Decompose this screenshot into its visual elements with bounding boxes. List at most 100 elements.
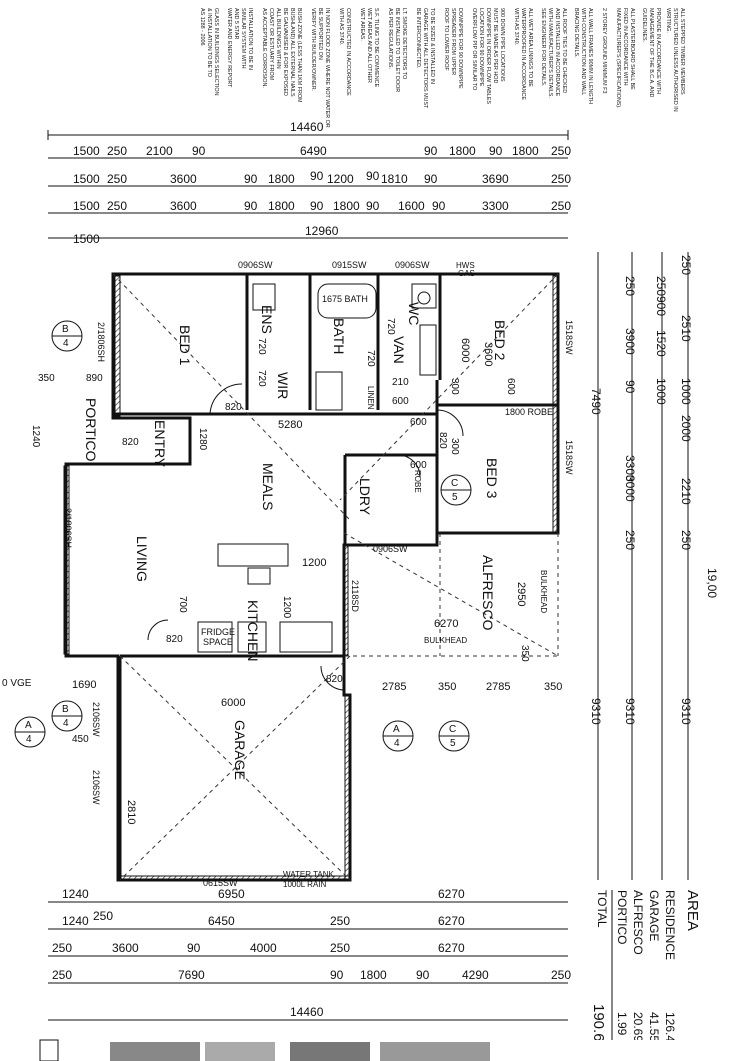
dim-label: 1000	[654, 378, 668, 405]
room-van: VAN	[391, 336, 407, 364]
note-line: AND 5 STAR	[233, 8, 239, 39]
inner-dim: 450	[72, 734, 89, 745]
note-line: S.F. TILING TO BE COMMENCE	[373, 8, 379, 87]
inner-dim: 820	[122, 437, 139, 448]
section-marker-a-top: B 4	[51, 320, 83, 352]
inner-dim: 2810	[125, 800, 137, 824]
vge-label: 0 VGE	[2, 678, 32, 689]
note-line: TO BE SIZED & INSTALLED IN	[429, 8, 435, 84]
note-line: WATER AND ENERGY REPORT	[226, 8, 232, 88]
note-line: MANUFACTURER'S (SPECIFICATIONS).	[615, 8, 621, 109]
section-number: 4	[63, 718, 69, 729]
dim-label: 2210	[679, 478, 693, 505]
door-swing	[397, 454, 421, 478]
toilet	[411, 283, 437, 309]
dim-label: 250	[551, 199, 571, 213]
inner-dim: 1200	[302, 557, 326, 569]
dim-label: 7690	[178, 968, 205, 982]
robe-size-label: 1800 ROBE	[505, 407, 553, 417]
note-line: WITH AS 3740.	[513, 8, 519, 45]
section-marker-a-mid: A 4	[382, 720, 414, 752]
area-total-value: 190.64	[590, 1004, 607, 1050]
note-line: ALL WALL FRAMES 90MM IN LENGTH	[587, 8, 593, 104]
note-line: CONSTRUCTED IN ACCORDANCE	[345, 8, 351, 96]
dim-label: 250	[679, 530, 693, 550]
room-linen: LINEN	[366, 386, 375, 410]
dim-label: 90	[424, 144, 438, 158]
note-line: LT. SMOKE DETECTORS TO	[401, 8, 407, 79]
inner-dim: 720	[365, 350, 376, 367]
dim-label: 3900	[623, 328, 637, 355]
inner-dim: 1240	[30, 425, 41, 448]
dim-label: 1000	[679, 378, 693, 405]
window-label: 2106SW	[91, 702, 101, 737]
window-label: 2118SD	[350, 580, 360, 612]
dim-label: 1800	[268, 199, 295, 213]
dim-label: 90	[310, 169, 324, 183]
note-line: AS ACCEPTABLE CORROSION.	[261, 8, 267, 88]
dim-label: 250	[551, 968, 571, 982]
dim-label: 250	[107, 172, 127, 186]
inner-dim: 350	[438, 681, 456, 693]
area-table: AREA RESIDENCE 126.41 GARAGE 41.55 ALFRE…	[590, 890, 701, 1050]
window-label: 0906SW	[395, 260, 430, 270]
inner-dim: 820	[225, 402, 242, 413]
scan-strip	[0, 1039, 750, 1061]
dim-label: 3600	[170, 172, 197, 186]
section-letter: A	[393, 724, 400, 735]
room-bed3: BED 3	[484, 458, 500, 499]
dim-label: 1800	[333, 199, 360, 213]
dim-label: 2100	[146, 144, 173, 158]
dim-label: 1800	[268, 172, 295, 186]
note-line: VERIFY WITH BUILDER/OWNER.	[310, 8, 316, 91]
dim-label: 3600	[170, 199, 197, 213]
note-line: ALL STEPPED TIMBER MEMBERS	[679, 8, 685, 95]
dim-label: 3000	[623, 475, 637, 502]
dim-label: 1520	[654, 330, 668, 357]
dim-label: 90	[489, 144, 503, 158]
section-number: 4	[26, 734, 32, 745]
door-swing	[147, 619, 169, 641]
dim-label: 2510	[679, 315, 693, 342]
section-number: 4	[394, 738, 400, 749]
section-letter: B	[62, 324, 69, 335]
note-line: WITH AS 3740.	[338, 8, 344, 45]
inner-dim: 820	[437, 432, 448, 449]
note-line: 900 DOWN PIPE LOCATIONS	[499, 8, 505, 82]
note-line: LOCATION FOR 90 DOWNPIPE	[478, 8, 484, 87]
inner-dim: 300	[449, 438, 460, 455]
window-label: 1518SW	[564, 440, 574, 475]
note-line: BE INTERCONNECTED.	[415, 8, 421, 69]
dim-label: 90	[244, 199, 258, 213]
dim-label: 250	[679, 255, 693, 275]
note-line: AS 1288 - 2006	[199, 8, 205, 45]
room-fridge: FRIDGE	[201, 627, 235, 637]
dim-label: 90	[366, 199, 380, 213]
dim-label: 250	[330, 941, 350, 955]
note-line: ALL ROOF TIES TO BE CHECKED	[561, 8, 567, 93]
room-kitchen: KITCHEN	[245, 600, 261, 661]
inner-dim: 600	[505, 378, 516, 395]
water-tank-label: WATER TANK	[283, 870, 334, 879]
inner-dim: 700	[177, 596, 188, 613]
bottom-dimensions: 1240 6950 6270 1240 250 6450 250 6270 25…	[48, 887, 571, 1021]
dim-label: 250	[93, 909, 113, 923]
window-label: 0915SW	[332, 260, 367, 270]
dim-label: 1500	[73, 172, 100, 186]
section-marker-c-top: C 5	[440, 474, 472, 506]
dim-label: 250	[654, 276, 668, 296]
inner-dim: 720	[385, 318, 396, 335]
note-line: SIMILAR SYSTEM WITH	[240, 8, 246, 69]
dim-overall-bottom: 14460	[290, 1005, 324, 1019]
dim-label: 3300	[623, 455, 637, 482]
section-letter: A	[25, 720, 32, 731]
inner-dim: 6000	[221, 697, 245, 709]
dim-label: 250	[107, 144, 127, 158]
dim-label: 250	[330, 914, 350, 928]
dim-label: 1240	[62, 914, 89, 928]
dim-overall-right: 7490	[589, 388, 603, 415]
roof-lines	[112, 273, 559, 881]
dim-label: 1800	[512, 144, 539, 158]
note-line: WET AREAS AND ALL OTHER	[366, 8, 372, 83]
room-portico: PORTICO	[83, 398, 99, 462]
